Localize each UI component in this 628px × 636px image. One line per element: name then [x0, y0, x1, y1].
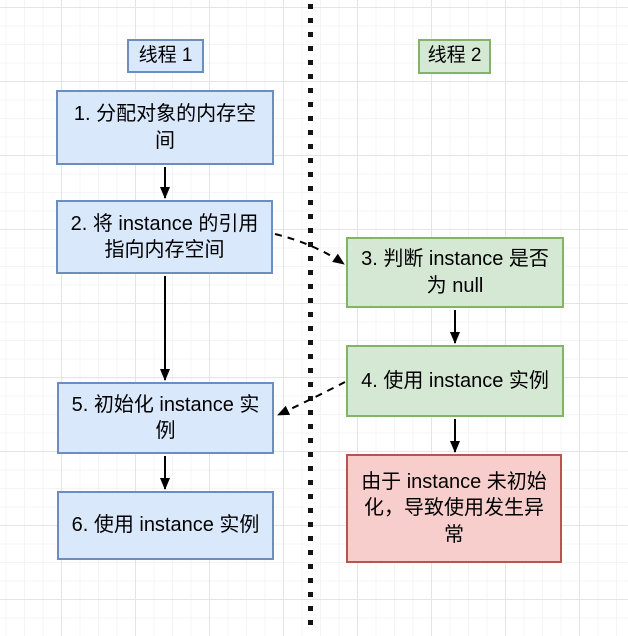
node-step-5-initialize-instance: 5. 初始化 instance 实 例: [57, 382, 274, 454]
node-step-2-point-reference: 2. 将 instance 的引用 指向内存空间: [56, 200, 273, 274]
node-step-1-allocate-memory: 1. 分配对象的内存空 间: [56, 90, 274, 165]
node-error-uninitialized-exception: 由于 instance 未初始 化，导致使用发生异 常: [346, 454, 562, 563]
lane-label-thread-2: 线程 2: [418, 39, 491, 74]
node-step-3-check-null: 3. 判断 instance 是否 为 null: [346, 237, 564, 308]
lane-label-thread-1: 线程 1: [127, 39, 204, 73]
thread-divider-line: [308, 4, 313, 632]
node-step-4-use-instance: 4. 使用 instance 实例: [346, 345, 564, 417]
node-step-6-use-instance: 6. 使用 instance 实例: [57, 491, 274, 560]
